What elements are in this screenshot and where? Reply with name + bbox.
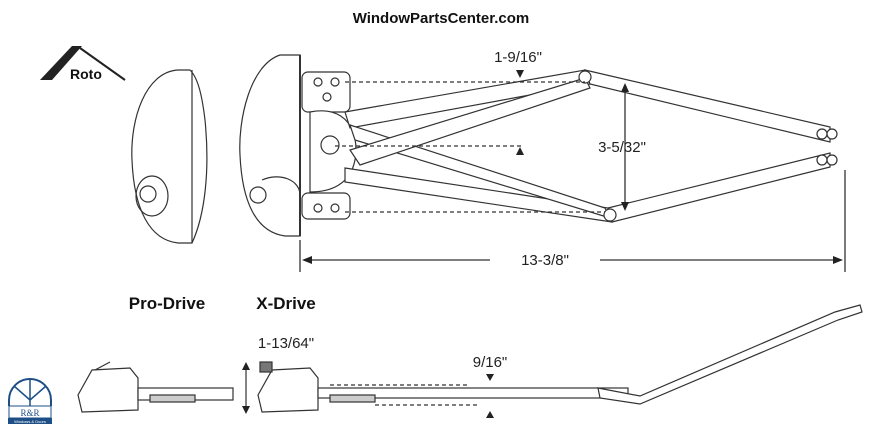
- roto-logo: Roto: [40, 46, 126, 82]
- dimension-lines: [299, 81, 846, 272]
- roto-logo-text: Roto: [70, 66, 102, 82]
- dimension-operator-height: 1-13/64": [258, 335, 314, 352]
- pro-drive-side-view: [77, 361, 234, 413]
- pro-drive-cover: [131, 69, 208, 244]
- dimension-arm-height: 9/16": [473, 354, 508, 371]
- x-drive-side-view: [245, 304, 863, 413]
- rr-logo: R&R Windows & Doors: [8, 378, 52, 424]
- side-view-arrows: [242, 362, 494, 418]
- pro-drive-label: Pro-Drive: [129, 294, 206, 313]
- dimension-overall-length: 13-3/8": [521, 252, 569, 269]
- rr-logo-subtext: Windows & Doors: [14, 419, 46, 424]
- operator-arms: [344, 69, 838, 223]
- dimension-arm-spread: 3-5/32": [598, 139, 646, 156]
- rr-logo-text: R&R: [20, 408, 39, 418]
- dimension-arm-offset: 1-9/16": [494, 49, 542, 66]
- x-drive-operator: [239, 54, 357, 237]
- site-title: WindowPartsCenter.com: [353, 10, 530, 27]
- x-drive-label: X-Drive: [256, 294, 316, 313]
- dimension-arrows: [302, 70, 843, 264]
